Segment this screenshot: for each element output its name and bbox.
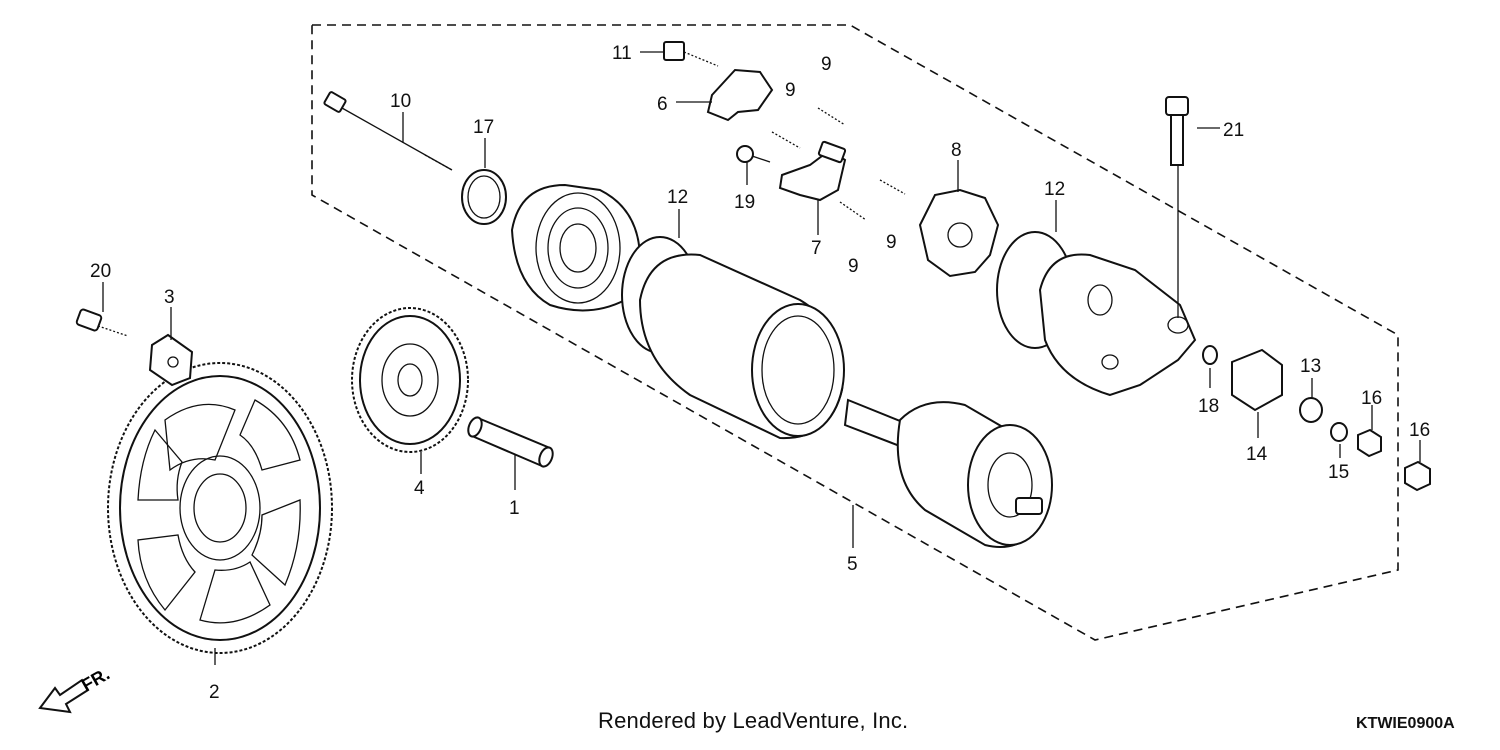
callout-16-b: 16 (1409, 420, 1430, 441)
reduction-gear-4-part (351, 307, 469, 453)
washer-15-part (1330, 422, 1348, 442)
rear-cover-part (1038, 253, 1197, 397)
bushing-14-part (1231, 348, 1283, 412)
callout-9-b: 9 (785, 80, 796, 101)
washer-13-part (1299, 397, 1323, 423)
callout-18: 18 (1198, 396, 1219, 417)
callout-1: 1 (509, 498, 520, 519)
brush-holder-6-part (706, 68, 774, 122)
front-direction-arrow-icon (38, 678, 90, 714)
brush-plate-8-part (918, 188, 1000, 278)
screw-19-part (736, 145, 771, 163)
o-ring-17-part (461, 169, 507, 225)
callout-9-c: 9 (886, 232, 897, 253)
mount-bolt-21-part (1165, 96, 1189, 166)
callout-17: 17 (473, 117, 494, 138)
bolt-20-part (75, 308, 129, 337)
armature-5-part (843, 398, 1053, 548)
callout-10: 10 (390, 91, 411, 112)
callout-9-a: 9 (821, 54, 832, 75)
callout-16-a: 16 (1361, 388, 1382, 409)
callout-11: 11 (612, 43, 632, 64)
callout-12-a: 12 (667, 187, 688, 208)
driven-gear-part (107, 362, 333, 654)
callout-21: 21 (1223, 120, 1244, 141)
callout-4: 4 (414, 478, 425, 499)
callout-19: 19 (734, 192, 755, 213)
front-cover-part (510, 183, 642, 312)
callout-8: 8 (951, 140, 962, 161)
callout-9-d: 9 (848, 256, 859, 277)
washer-18-part (1202, 345, 1218, 365)
callout-2: 2 (209, 682, 220, 703)
callout-13: 13 (1300, 356, 1321, 377)
long-bolt-10-part (323, 91, 453, 171)
callout-20: 20 (90, 261, 111, 282)
motor-yoke-part (638, 253, 845, 440)
callout-12-b: 12 (1044, 179, 1065, 200)
diagram-code: KTWIE0900A (1356, 715, 1455, 732)
callout-5: 5 (847, 554, 858, 575)
callout-7: 7 (811, 238, 822, 259)
terminal-bolt-11-part (663, 41, 719, 67)
assembly-boundary (311, 24, 1399, 641)
brush-holder-7-part (778, 148, 847, 202)
callout-6: 6 (657, 94, 668, 115)
callout-14: 14 (1246, 444, 1268, 465)
lock-plate-3-part (148, 333, 194, 387)
nut-16b-part (1404, 460, 1431, 492)
callout-3: 3 (164, 287, 175, 308)
spring-9-parts (771, 107, 906, 221)
shaft-1-part (467, 416, 554, 468)
nut-16-part (1357, 428, 1382, 458)
footer-credit: Rendered by LeadVenture, Inc. (598, 708, 909, 733)
callout-15: 15 (1328, 462, 1349, 483)
